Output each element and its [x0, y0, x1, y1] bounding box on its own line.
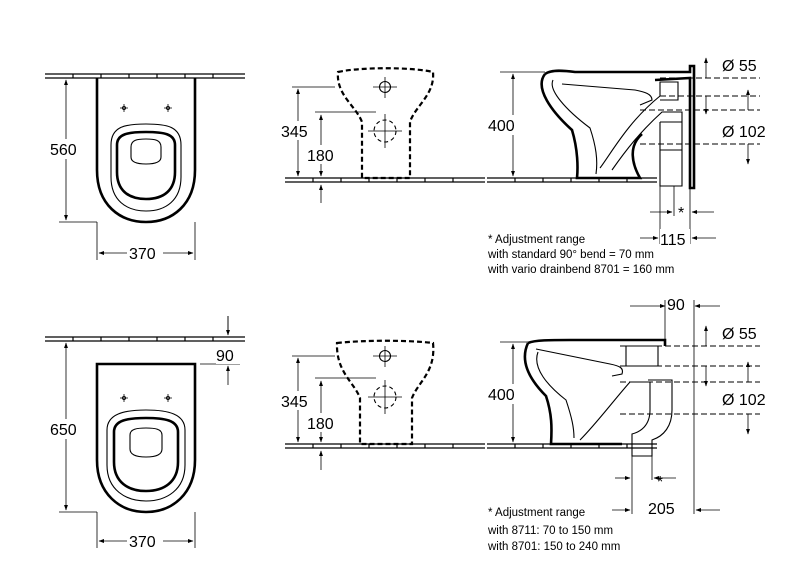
top-note-line-3: with vario drainbend 8701 = 160 mm: [487, 264, 674, 276]
bottom-plan-width-label: 370: [129, 534, 156, 551]
bottom-side-pipe-small-label: Ø 55: [722, 326, 757, 343]
bottom-front-inner-height-label: 180: [307, 416, 334, 433]
bottom-note-line-3: with 8701: 150 to 240 mm: [487, 541, 620, 553]
bottom-front-view: 345 180: [280, 339, 485, 470]
top-plan-view: 560 370: [45, 73, 245, 263]
bottom-plan-view: 90 650 370: [45, 316, 245, 551]
top-side-pipe-large-label: Ø 102: [722, 124, 766, 141]
bottom-front-outer-height-label: 345: [281, 394, 308, 411]
top-side-offset-label: 115: [660, 232, 686, 249]
top-note-line-1: * Adjustment range: [488, 234, 585, 246]
top-front-inner-height-label: 180: [307, 148, 334, 165]
top-side-view: Ø 55 Ø 102 400 * 115 * Adjustment range …: [487, 55, 778, 276]
bottom-side-view: 90 Ø 55 Ø 102 400 * 205 * Adjustment ran…: [487, 294, 778, 553]
bottom-plan-wall-gap-label: 90: [216, 348, 234, 365]
top-plan-height-label: 560: [50, 142, 77, 159]
top-plan-width-label: 370: [129, 246, 156, 263]
top-note-line-2: with standard 90° bend = 70 mm: [487, 249, 654, 261]
top-front-view: 345 180: [280, 67, 485, 203]
bottom-plan-height-label: 650: [50, 422, 77, 439]
top-side-pipe-small-label: Ø 55: [722, 58, 757, 75]
bottom-side-pipe-large-label: Ø 102: [722, 392, 766, 409]
top-side-height-label: 400: [488, 118, 515, 135]
bottom-side-height-label: 400: [488, 387, 515, 404]
top-side-adjust-marker: *: [678, 205, 684, 222]
bottom-note-line-1: * Adjustment range: [488, 507, 585, 519]
bottom-note-line-2: with 8711: 70 to 150 mm: [487, 525, 613, 537]
top-front-outer-height-label: 345: [281, 124, 308, 141]
bottom-side-adjust-marker: *: [657, 474, 663, 491]
bottom-side-wall-gap-label: 90: [667, 297, 685, 314]
bottom-side-offset-label: 205: [648, 501, 675, 518]
